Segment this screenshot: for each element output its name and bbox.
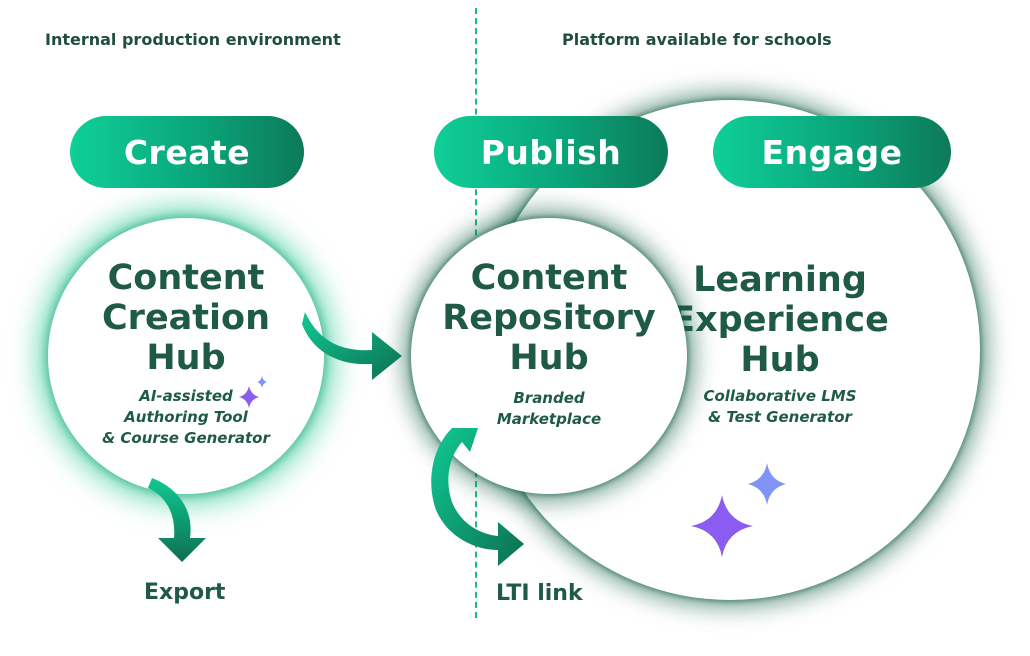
- export-label: Export: [144, 580, 226, 605]
- lti-link-arrow-icon: [431, 428, 524, 566]
- lti-link-label: LTI link: [496, 581, 583, 606]
- sparkle-icon: [691, 463, 786, 557]
- engage-stage-pill: Engage: [713, 116, 951, 188]
- content-creation-hub-circle: Content Creation Hub AI-assisted Authori…: [48, 218, 324, 494]
- export-arrow-icon: [148, 478, 206, 562]
- school-platform-label: Platform available for schools: [562, 30, 832, 49]
- content-creation-hub-title: Content Creation Hub: [102, 258, 270, 378]
- content-creation-hub-subtitle: AI-assisted Authoring Tool & Course Gene…: [102, 387, 270, 447]
- create-to-publish-arrow-icon: [302, 312, 402, 380]
- create-stage-pill: Create: [70, 116, 304, 188]
- learning-experience-hub-subtitle: Collaborative LMS & Test Generator: [703, 387, 857, 426]
- publish-stage-pill: Publish: [434, 116, 668, 188]
- content-repository-hub-subtitle: Branded Marketplace: [496, 389, 602, 428]
- learning-experience-hub-title: Learning Experience Hub: [671, 260, 889, 380]
- content-repository-hub-title: Content Repository Hub: [442, 258, 656, 378]
- sparkle-icon: [239, 376, 267, 408]
- internal-environment-label: Internal production environment: [45, 30, 341, 49]
